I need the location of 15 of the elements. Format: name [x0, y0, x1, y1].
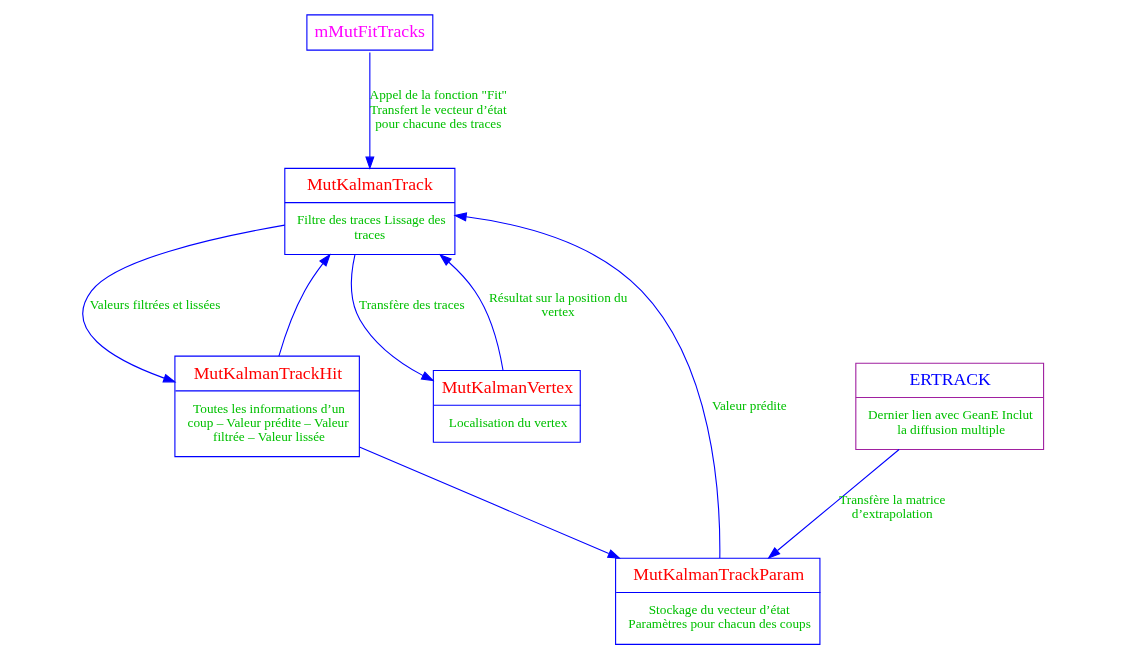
- arrow: [278, 253, 331, 357]
- edge-label: Transfère des traces: [359, 296, 465, 312]
- edge-label: Valeurs filtrées et lissées: [89, 296, 221, 312]
- arrow: [365, 51, 375, 170]
- arrow: [82, 224, 286, 383]
- arrow: [767, 448, 900, 559]
- arrow: [358, 446, 621, 559]
- arrow: [453, 212, 721, 559]
- arrow: [350, 254, 435, 382]
- edge-label: Résultat sur la position du vertex: [488, 289, 628, 319]
- edge-label: Valeur prédite: [711, 397, 787, 413]
- edge-label: Appel de la fonction "Fit" Transfert le vecteur d’état pour chacune des traces: [369, 87, 508, 132]
- edge-label: Transfère la matrice d’extrapolation: [839, 491, 946, 522]
- arrow: [438, 253, 504, 371]
- node-box: mMutFitTracks: [306, 14, 434, 51]
